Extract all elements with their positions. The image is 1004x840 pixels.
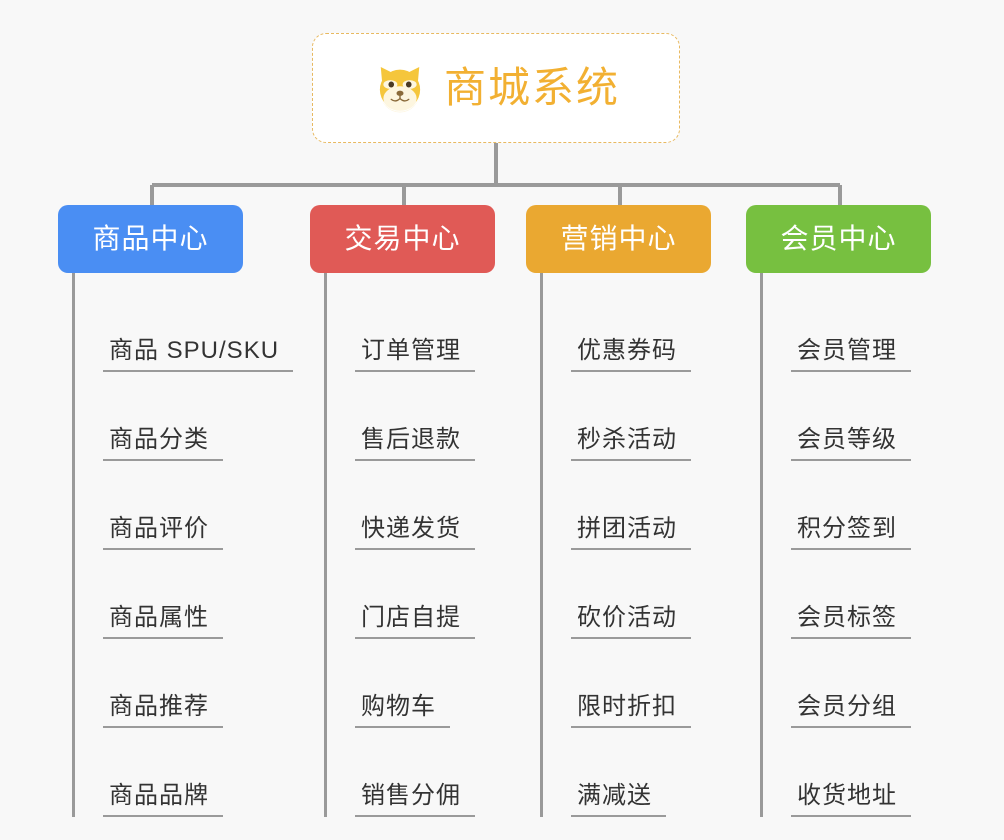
list-item[interactable]: 商品推荐: [75, 639, 312, 728]
shiba-dog-emoji: [379, 67, 421, 113]
leaf-label: 砍价活动: [577, 603, 677, 631]
leaf-label: 优惠券码: [577, 336, 677, 364]
list-item[interactable]: 限时折扣: [543, 639, 760, 728]
list-item[interactable]: 拼团活动: [543, 461, 760, 550]
list-item[interactable]: 商品品牌: [75, 728, 312, 817]
leaf-list-3: 会员管理 会员等级 积分签到 会员标签 会员分组 收货地址: [760, 273, 980, 817]
list-item[interactable]: 收货地址: [763, 728, 980, 817]
list-item[interactable]: 砍价活动: [543, 550, 760, 639]
list-item[interactable]: 会员标签: [763, 550, 980, 639]
category-header-label: 交易中心: [344, 223, 461, 254]
leaf-label: 会员管理: [797, 336, 897, 364]
list-item[interactable]: 订单管理: [327, 283, 544, 372]
leaf-label: 销售分佣: [361, 781, 461, 809]
branch-column-3: 会员中心 会员管理 会员等级 积分签到 会员标签 会员分组 收货地址: [746, 205, 980, 817]
list-item[interactable]: 秒杀活动: [543, 372, 760, 461]
leaf-list-2: 优惠券码 秒杀活动 拼团活动 砍价活动 限时折扣 满减送: [540, 273, 760, 817]
category-header-label: 会员中心: [780, 223, 897, 254]
leaf-label: 售后退款: [361, 425, 461, 453]
list-item[interactable]: 会员管理: [763, 283, 980, 372]
list-item[interactable]: 售后退款: [327, 372, 544, 461]
leaf-label: 会员标签: [797, 603, 897, 631]
list-item[interactable]: 购物车: [327, 639, 544, 728]
category-header-0[interactable]: 商品中心: [58, 205, 243, 273]
list-item[interactable]: 会员分组: [763, 639, 980, 728]
list-item[interactable]: 会员等级: [763, 372, 980, 461]
leaf-label: 商品分类: [109, 425, 209, 453]
root-node[interactable]: 商城系统: [312, 33, 680, 143]
list-item[interactable]: 满减送: [543, 728, 760, 817]
category-header-label: 商品中心: [92, 223, 209, 254]
leaf-list-1: 订单管理 售后退款 快递发货 门店自提 购物车 销售分佣: [324, 273, 544, 817]
leaf-label: 快递发货: [361, 514, 461, 542]
leaf-label: 会员分组: [797, 692, 897, 720]
branch-column-2: 营销中心 优惠券码 秒杀活动 拼团活动 砍价活动 限时折扣 满减送: [526, 205, 760, 817]
leaf-label: 商品品牌: [109, 781, 209, 809]
list-item[interactable]: 优惠券码: [543, 283, 760, 372]
list-item[interactable]: 商品评价: [75, 461, 312, 550]
branch-column-1: 交易中心 订单管理 售后退款 快递发货 门店自提 购物车 销售分佣: [310, 205, 544, 817]
leaf-label: 秒杀活动: [577, 425, 677, 453]
category-header-label: 营销中心: [560, 223, 677, 254]
list-item[interactable]: 快递发货: [327, 461, 544, 550]
leaf-label: 商品 SPU/SKU: [109, 336, 280, 364]
leaf-label: 商品推荐: [109, 692, 209, 720]
leaf-label: 会员等级: [797, 425, 897, 453]
list-item[interactable]: 商品属性: [75, 550, 312, 639]
category-header-1[interactable]: 交易中心: [310, 205, 495, 273]
list-item[interactable]: 销售分佣: [327, 728, 544, 817]
list-item[interactable]: 门店自提: [327, 550, 544, 639]
leaf-label: 门店自提: [361, 603, 461, 631]
branch-column-0: 商品中心 商品 SPU/SKU 商品分类 商品评价 商品属性 商品推荐 商品品牌: [58, 205, 312, 817]
list-item[interactable]: 积分签到: [763, 461, 980, 550]
list-item[interactable]: 商品分类: [75, 372, 312, 461]
leaf-list-0: 商品 SPU/SKU 商品分类 商品评价 商品属性 商品推荐 商品品牌: [72, 273, 312, 817]
leaf-label: 积分签到: [797, 514, 897, 542]
category-header-3[interactable]: 会员中心: [746, 205, 931, 273]
leaf-label: 订单管理: [361, 336, 461, 364]
leaf-label: 购物车: [361, 692, 436, 720]
root-title: 商城系统: [443, 64, 620, 111]
leaf-label: 收货地址: [797, 781, 897, 809]
leaf-label: 限时折扣: [577, 692, 677, 720]
leaf-label: 商品属性: [109, 603, 209, 631]
leaf-label: 商品评价: [109, 514, 209, 542]
leaf-label: 拼团活动: [577, 514, 677, 542]
list-item[interactable]: 商品 SPU/SKU: [75, 283, 312, 372]
category-header-2[interactable]: 营销中心: [526, 205, 711, 273]
leaf-label: 满减送: [577, 781, 652, 809]
